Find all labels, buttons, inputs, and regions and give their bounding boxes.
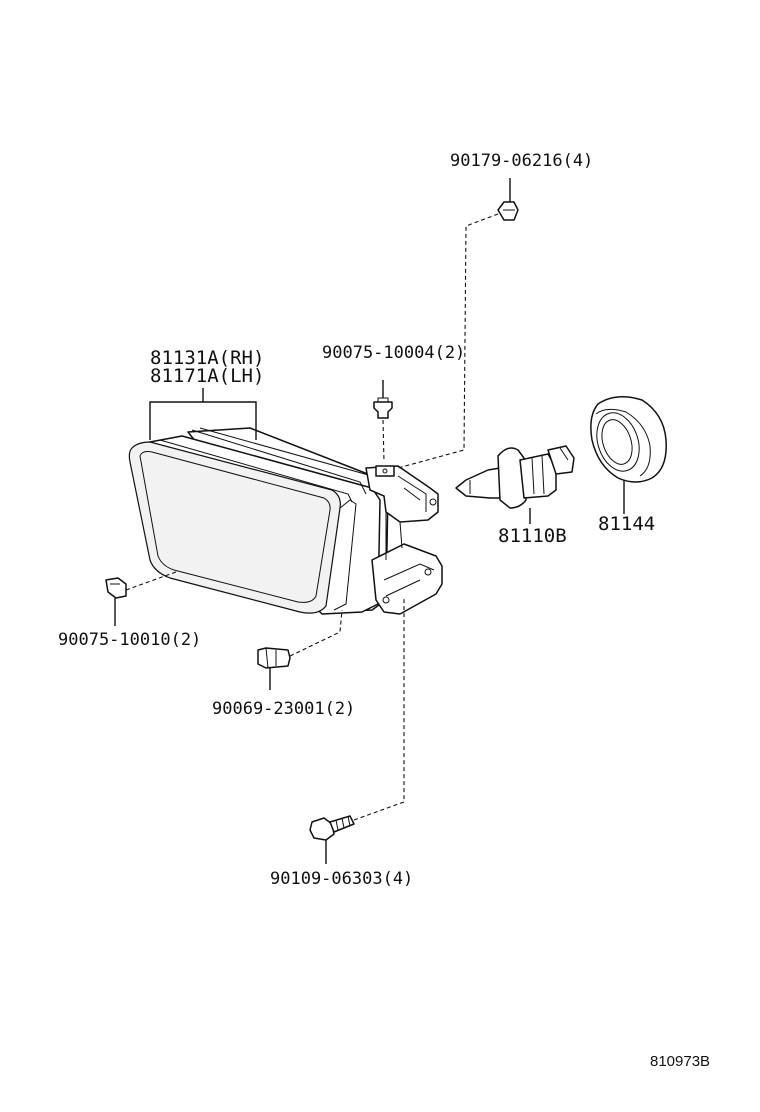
label-clip-top: 90075-10004(2)	[322, 343, 465, 363]
clip-left-part	[105, 577, 127, 599]
label-bolt-bottom: 90109-06303(4)	[270, 869, 413, 889]
label-lamp-rh: 81131A(RH)	[150, 347, 264, 369]
figure-reference: 810973B	[650, 1053, 710, 1070]
label-lamp-lh: 81171A(LH)	[150, 365, 264, 387]
bulb-part	[455, 445, 575, 509]
label-screw-mid: 90069-23001(2)	[212, 699, 355, 719]
screw-mid-part	[257, 647, 291, 669]
fog-lamp-assembly	[128, 427, 443, 615]
label-bulb: 81110B	[498, 525, 567, 547]
label-clip-left: 90075-10010(2)	[58, 630, 201, 650]
socket-cover-part	[590, 396, 667, 483]
label-nut-top: 90179-06216(4)	[450, 151, 593, 171]
bolt-bottom-part	[309, 815, 355, 841]
lamp-lens	[128, 441, 341, 614]
label-socket-cover: 81144	[598, 513, 655, 535]
clip-top-part	[373, 397, 393, 419]
nut-top-part	[497, 201, 519, 221]
